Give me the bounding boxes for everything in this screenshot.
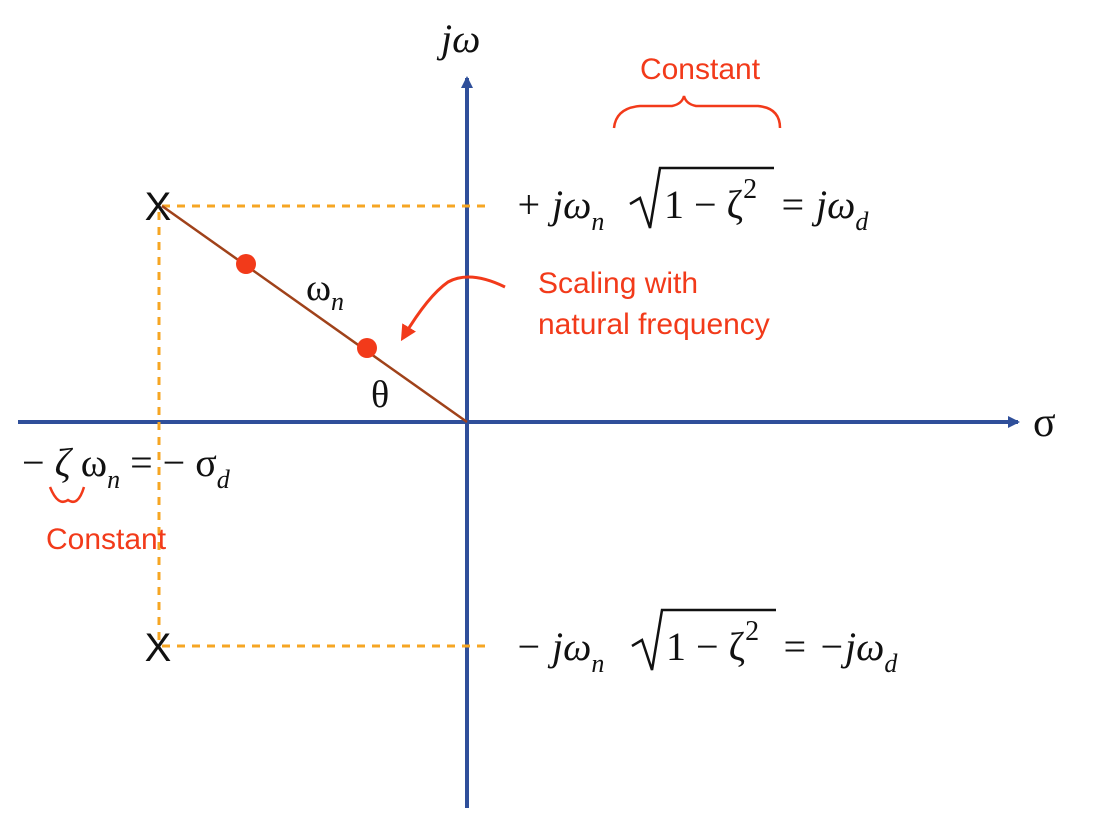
svg-text:1 − ζ2: 1 − ζ2 (666, 616, 759, 669)
svg-text:− jωn: − jωn (515, 624, 604, 678)
svg-text:1 − ζ2: 1 − ζ2 (664, 174, 757, 227)
lower-pole-marker: X (145, 626, 172, 670)
upper-pole-marker: X (145, 185, 172, 229)
top-constant-label: Constant (640, 53, 761, 86)
natural-frequency-line (161, 204, 468, 424)
scaled-pole-point-inner (357, 338, 377, 358)
svg-text:+ jωn: + jωn (515, 182, 604, 236)
upper-pole-equation: + jωn 1 − ζ2 = jωd (515, 166, 869, 236)
scaled-pole-point-outer (236, 254, 256, 274)
real-part-equation: − ζ ωn = − σd (22, 440, 231, 497)
top-constant-brace (612, 95, 782, 129)
scaling-label-line1: Scaling with (538, 267, 698, 300)
bottom-constant-brace (48, 486, 86, 504)
theta-label: θ (371, 374, 389, 416)
svg-text:= jωd: = jωd (779, 182, 869, 236)
scaling-arrow (400, 275, 506, 342)
real-axis-label: σ (1033, 400, 1056, 446)
svg-text:− ζ ωn = − σ: − ζ ωn = − σd (22, 440, 231, 497)
imaginary-axis-label: jω (436, 16, 480, 61)
bottom-constant-label: Constant (46, 523, 167, 556)
lower-pole-equation: − jωn 1 − ζ2 = −jωd (515, 608, 898, 678)
omega-n-label: ωn (306, 267, 344, 316)
svg-text:= −jωd: = −jωd (781, 624, 898, 678)
scaling-label-line2: natural frequency (538, 308, 770, 341)
